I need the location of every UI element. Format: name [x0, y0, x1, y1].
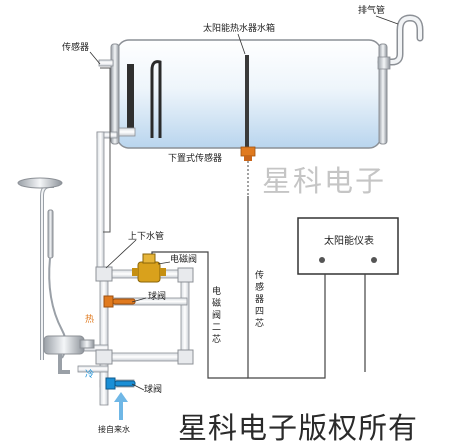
center-rod	[245, 55, 249, 147]
solenoid-valve-label: 电磁阀	[170, 255, 198, 265]
water-tank	[98, 39, 388, 161]
cold-ball-valve-label: 球阀	[144, 385, 163, 395]
solenoid-valve	[132, 253, 166, 283]
tap-water-arrow	[114, 392, 128, 420]
meter-label: 太阳能仪表	[324, 236, 374, 247]
hot-label: 热	[85, 315, 95, 325]
hot-ball-valve-label: 球阀	[148, 292, 167, 302]
solenoid-2core-wire-label: 电磁阀二芯	[211, 287, 221, 345]
solar-meter	[297, 217, 399, 275]
tank-label: 太阳能热水器水箱	[203, 24, 276, 34]
exhaust-pipe-label: 排气管	[358, 6, 386, 16]
tap-water-label: 接自来水	[98, 425, 130, 434]
diagram-canvas	[17, 14, 424, 420]
wiring	[89, 15, 399, 391]
exhaust-pipe	[377, 14, 424, 70]
cold-label: 冷	[85, 370, 95, 380]
updown-pipe-label: 上下水管	[128, 232, 165, 242]
watermark-small: 星科电子	[262, 164, 387, 198]
top-sensor-label: 传感器	[62, 43, 90, 53]
ball-valve-cold	[105, 377, 136, 390]
bottom-sensor-label: 下置式传感器	[168, 154, 223, 164]
watermark-large: 星科电子版权所有	[178, 411, 419, 445]
sensor-4core-wire-label: 传感器四芯	[254, 271, 264, 329]
shower-set	[17, 177, 95, 374]
bottom-sensor-fitting	[240, 146, 256, 157]
solar-water-heater-diagram: 太阳能热水器水箱 排气管 传感器 下置式传感器 上下水管 电磁阀 球阀 球阀 热…	[17, 6, 424, 445]
